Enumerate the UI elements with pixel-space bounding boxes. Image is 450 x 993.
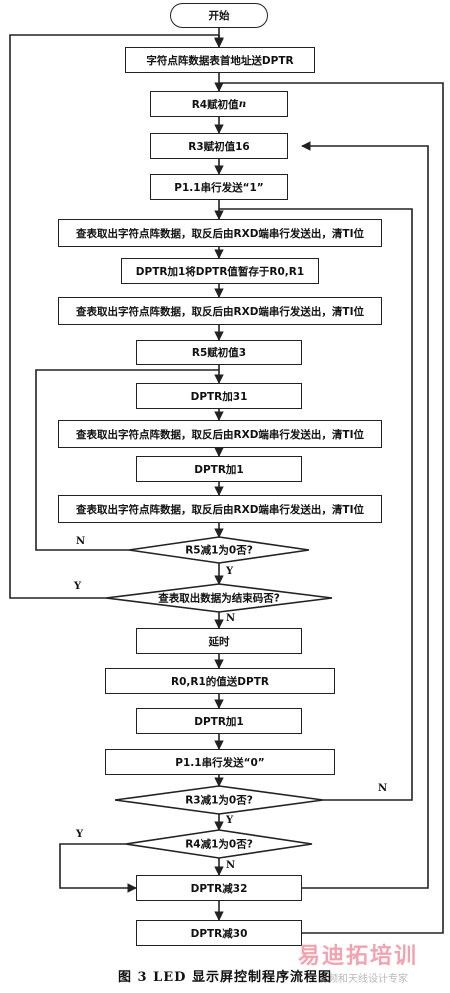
step-dptr-add1: DPTR加1	[136, 456, 302, 482]
step-r5-init: R5赋初值3	[136, 340, 302, 365]
decision-end-code-label: 查表取出数据为结束码否?	[158, 592, 280, 605]
step-lookup-3: 查表取出字符点阵数据，取反后由RXD端串行发送出，清TI位	[58, 420, 382, 448]
step-p11-send0-label: P1.1串行发送“0”	[175, 756, 265, 769]
step-dptr-sub30-label: DPTR减30	[190, 927, 248, 940]
step-dptr-add1-b: DPTR加1	[136, 708, 302, 734]
step-dptr-add1-b-label: DPTR加1	[194, 715, 244, 728]
loop-dptr32-to-r3	[301, 141, 429, 889]
decision-r4	[125, 829, 313, 859]
decision-r3	[114, 785, 324, 815]
step-dptr-sub32: DPTR减32	[136, 875, 302, 901]
step-dptr-sub32-label: DPTR减32	[190, 882, 248, 895]
end-yes-label: Y	[74, 581, 82, 592]
figure-caption: 图 3 LED 显示屏控制程序流程图	[118, 970, 332, 985]
start-label: 开始	[208, 10, 230, 22]
start-terminal: 开始	[170, 3, 268, 28]
step-load-dptr-label: 字符点阵数据表首地址送DPTR	[146, 54, 294, 67]
decision-r4-label: R4减1为0否?	[185, 838, 253, 851]
loop-r4-yes	[59, 843, 137, 893]
step-dptr-add1-label: DPTR加1	[194, 463, 244, 476]
step-r4-init-var: n	[238, 98, 247, 110]
step-lookup-1-label: 查表取出字符点阵数据，取反后由RXD端串行发送出，清TI位	[76, 227, 364, 240]
r3-yes-label: Y	[226, 815, 234, 826]
watermark-brand: 易迪拓培训	[298, 944, 419, 969]
r4-yes-label: Y	[76, 829, 84, 840]
step-p11-send1-label: P1.1串行发送“1”	[174, 181, 264, 194]
step-r3-init: R3赋初值16	[150, 133, 288, 159]
r3-no-label: N	[378, 783, 388, 794]
loop-r3-no	[219, 208, 413, 801]
r5-yes-label: Y	[226, 566, 234, 577]
step-delay: 延时	[136, 628, 302, 654]
step-lookup-3-label: 查表取出字符点阵数据，取反后由RXD端串行发送出，清TI位	[76, 428, 364, 441]
step-delay-label: 延时	[208, 635, 230, 648]
step-lookup-4: 查表取出字符点阵数据，取反后由RXD端串行发送出，清TI位	[58, 495, 382, 523]
step-load-dptr: 字符点阵数据表首地址送DPTR	[125, 47, 315, 73]
decision-r3-label: R3减1为0否?	[185, 794, 253, 807]
decision-r5	[128, 536, 310, 564]
step-lookup-2-label: 查表取出字符点阵数据，取反后由RXD端串行发送出，清TI位	[76, 305, 364, 318]
step-lookup-1: 查表取出字符点阵数据，取反后由RXD端串行发送出，清TI位	[58, 219, 382, 247]
loop-dptr30-to-r4	[219, 82, 444, 934]
decision-end-code	[105, 583, 333, 613]
loop-end-yes	[9, 34, 219, 599]
step-lookup-4-label: 查表取出字符点阵数据，取反后由RXD端串行发送出，清TI位	[76, 503, 364, 516]
step-dptr-save: DPTR加1将DPTR值暂存于R0,R1	[121, 258, 319, 284]
watermark-sub: 射频和天线设计专家	[318, 974, 408, 985]
r5-no-label: N	[76, 536, 86, 547]
r4-no-label: N	[226, 860, 236, 871]
step-r4-init-label: R4赋初值	[191, 98, 239, 111]
step-dptr-add31-label: DPTR加31	[190, 390, 248, 403]
loop-r5-no	[35, 369, 219, 551]
step-lookup-2: 查表取出字符点阵数据，取反后由RXD端串行发送出，清TI位	[58, 297, 382, 325]
step-dptr-sub30: DPTR减30	[136, 920, 302, 946]
step-restore-dptr-label: R0,R1的值送DPTR	[171, 675, 269, 688]
step-r5-init-label: R5赋初值3	[191, 347, 247, 359]
step-p11-send0: P1.1串行发送“0”	[105, 749, 335, 775]
step-p11-send1: P1.1串行发送“1”	[150, 174, 288, 200]
decision-r5-label: R5减1为0否?	[185, 544, 253, 557]
step-r3-init-label: R3赋初值16	[188, 140, 250, 153]
step-restore-dptr: R0,R1的值送DPTR	[105, 668, 335, 694]
step-dptr-save-label: DPTR加1将DPTR值暂存于R0,R1	[135, 265, 305, 278]
step-dptr-add31: DPTR加31	[136, 383, 302, 409]
end-no-label: N	[226, 613, 236, 624]
